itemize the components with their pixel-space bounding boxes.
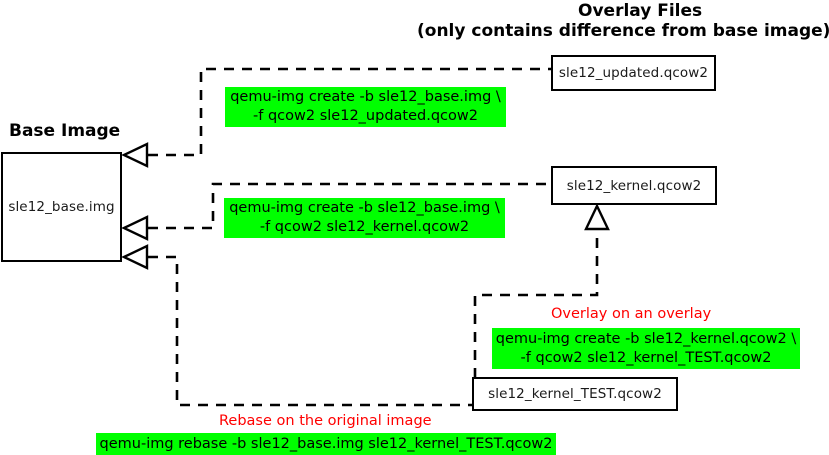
hollow-triangle-arrow-icon <box>121 244 149 270</box>
command-create-kernel-line2: -f qcow2 sle12_kernel.qcow2 <box>259 219 470 235</box>
note-overlay-on-overlay: Overlay on an overlay <box>551 306 712 322</box>
command-create-kernel: qemu-img create -b sle12_base.img \ -f q… <box>224 198 505 238</box>
command-create-updated-line1: qemu-img create -b sle12_base.img \ <box>230 89 501 105</box>
command-create-updated: qemu-img create -b sle12_base.img \ -f q… <box>225 87 506 127</box>
node-updated-overlay[interactable]: sle12_updated.qcow2 <box>551 55 716 91</box>
overlay-files-subtitle: (only contains difference from base imag… <box>417 21 829 41</box>
command-create-kernel-line1: qemu-img create -b sle12_base.img \ <box>229 200 500 216</box>
node-kernel-test-overlay-label: sle12_kernel_TEST.qcow2 <box>488 386 662 402</box>
node-kernel-overlay[interactable]: sle12_kernel.qcow2 <box>551 166 717 205</box>
node-updated-overlay-label: sle12_updated.qcow2 <box>558 65 709 81</box>
hollow-triangle-arrow-icon <box>121 215 149 241</box>
node-kernel-overlay-label: sle12_kernel.qcow2 <box>566 177 702 194</box>
command-rebase-test-line1: qemu-img rebase -b sle12_base.img sle12_… <box>99 435 553 452</box>
hollow-triangle-arrow-icon <box>584 203 610 231</box>
node-base-image-label: sle12_base.img <box>8 199 115 215</box>
command-create-kernel-test-line2: -f qcow2 sle12_kernel_TEST.qcow2 <box>520 349 772 366</box>
note-rebase-on-original: Rebase on the original image <box>219 413 432 429</box>
hollow-triangle-arrow-icon <box>121 142 149 168</box>
node-base-image[interactable]: sle12_base.img <box>1 152 122 262</box>
command-create-kernel-test: qemu-img create -b sle12_kernel.qcow2 \ … <box>492 328 800 369</box>
command-rebase-test: qemu-img rebase -b sle12_base.img sle12_… <box>96 433 556 455</box>
command-create-kernel-test-line1: qemu-img create -b sle12_kernel.qcow2 \ <box>495 330 797 347</box>
command-create-updated-line2: -f qcow2 sle12_updated.qcow2 <box>253 108 478 124</box>
overlay-files-title: Overlay Files <box>578 1 703 21</box>
edge-base-to-kernel-test <box>121 244 472 407</box>
node-kernel-test-overlay[interactable]: sle12_kernel_TEST.qcow2 <box>472 377 678 411</box>
base-image-label: Base Image <box>9 121 121 141</box>
